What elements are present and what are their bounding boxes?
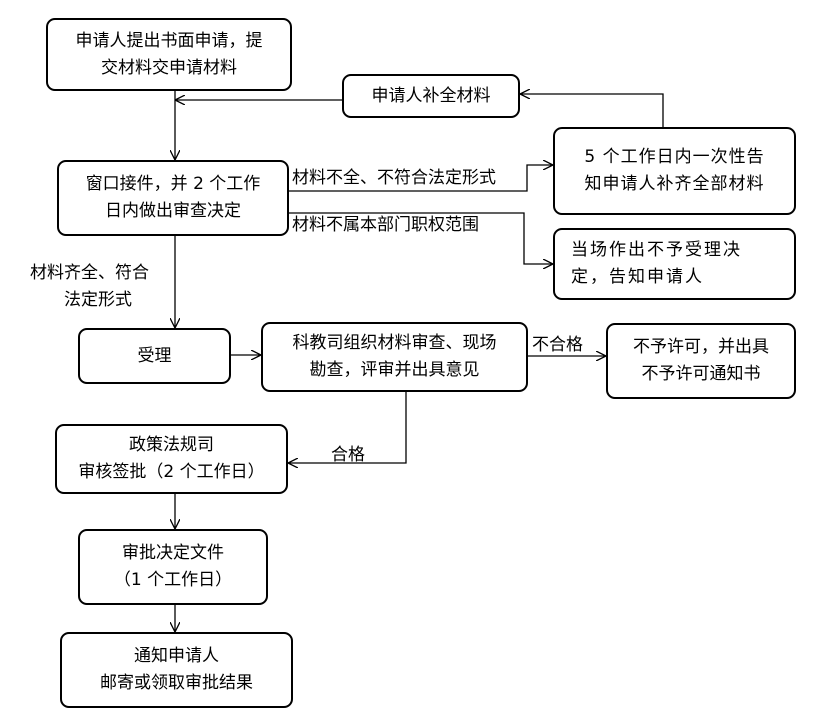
edge-notify-to-supplement xyxy=(520,94,664,127)
node-window-line2: 日内做出审查决定 xyxy=(105,201,241,221)
node-not-accept-line2: 定，告知申请人 xyxy=(571,267,704,287)
node-decision-doc: 审批决定文件 （1 个工作日） xyxy=(78,529,268,605)
label-incomplete: 材料不全、不符合法定形式 xyxy=(292,168,496,188)
node-decision-doc-line1: 审批决定文件 xyxy=(122,543,224,563)
label-out-of-scope: 材料不属本部门职权范围 xyxy=(292,215,479,235)
node-notify-result-line2: 邮寄或领取审批结果 xyxy=(100,673,253,693)
node-legal-line1: 政策法规司 xyxy=(129,435,214,455)
label-complete-line2: 法定形式 xyxy=(64,290,132,310)
node-window-line1: 窗口接件，并 2 个工作 xyxy=(85,174,261,194)
node-notify-5days: 5 个工作日内一次性告 知申请人补齐全部材料 xyxy=(553,127,796,215)
node-legal: 政策法规司 审核签批（2 个工作日） xyxy=(55,424,288,494)
node-accept-text: 受理 xyxy=(137,345,172,366)
node-deny-line1: 不予许可，并出具 xyxy=(633,337,769,357)
node-review-line2: 勘查，评审并出具意见 xyxy=(309,360,480,380)
node-decision-doc-line2: （1 个工作日） xyxy=(113,570,233,590)
edge-window-to-notaccept xyxy=(289,212,553,264)
label-pass: 合格 xyxy=(331,445,365,465)
label-fail: 不合格 xyxy=(532,335,583,355)
node-legal-line2: 审核签批（2 个工作日） xyxy=(78,462,265,482)
node-notify-result-line1: 通知申请人 xyxy=(134,646,219,666)
node-review: 科教司组织材料审查、现场 勘查，评审并出具意见 xyxy=(261,322,528,392)
node-apply: 申请人提出书面申请，提 交材料交申请材料 xyxy=(46,18,292,91)
label-complete-line1: 材料齐全、符合 xyxy=(30,263,149,283)
node-deny-line2: 不予许可通知书 xyxy=(641,364,761,384)
node-apply-line2: 交材料交申请材料 xyxy=(101,57,237,78)
node-deny: 不予许可，并出具 不予许可通知书 xyxy=(606,323,796,399)
node-notify-5days-line2: 知申请人补齐全部材料 xyxy=(584,174,765,194)
node-apply-line1: 申请人提出书面申请，提 xyxy=(75,30,263,51)
node-not-accept: 当场作出不予受理决 定，告知申请人 xyxy=(553,228,796,300)
node-supplement-text: 申请人补全材料 xyxy=(371,85,491,106)
node-notify-result: 通知申请人 邮寄或领取审批结果 xyxy=(60,632,293,708)
node-not-accept-line1: 当场作出不予受理决 xyxy=(571,240,742,260)
node-review-line1: 科教司组织材料审查、现场 xyxy=(292,333,497,353)
node-notify-5days-line1: 5 个工作日内一次性告 xyxy=(584,147,765,167)
node-supplement: 申请人补全材料 xyxy=(342,74,520,118)
edge-review-to-legal xyxy=(288,392,407,463)
node-accept: 受理 xyxy=(78,328,231,384)
edge-window-to-notify xyxy=(289,165,553,192)
node-window: 窗口接件，并 2 个工作 日内做出审查决定 xyxy=(57,160,289,236)
